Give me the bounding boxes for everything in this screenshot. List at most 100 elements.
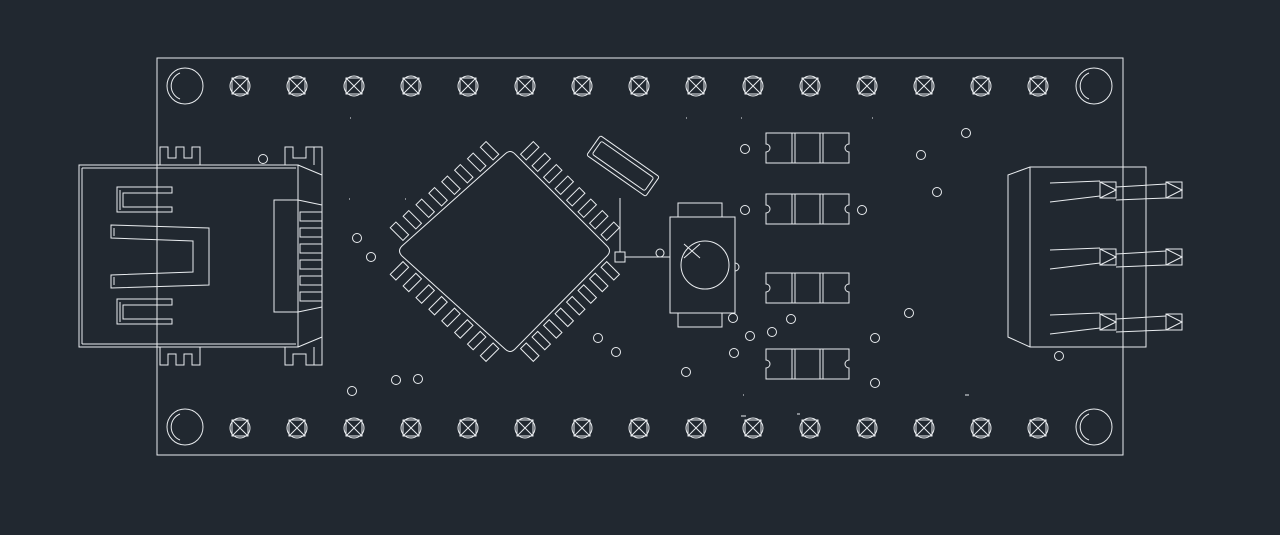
mcu-pin: [402, 209, 423, 230]
right-angle-pin-header: [1007, 166, 1184, 348]
via: [740, 205, 750, 215]
via: [347, 386, 357, 396]
pin-header-pads-bottom: [229, 417, 1049, 439]
via: [728, 313, 738, 323]
mcu-pin: [389, 221, 410, 242]
mounting-hole: [1075, 408, 1113, 446]
mcu-pin: [588, 272, 609, 293]
mcu-pin: [519, 342, 540, 363]
mcu-pin: [389, 260, 410, 281]
mcu-pin: [453, 163, 474, 184]
mcu-pin: [600, 260, 621, 281]
mcu-pin: [453, 319, 474, 339]
header-pad: [457, 75, 479, 97]
via: [740, 144, 750, 154]
mcu-pin: [479, 140, 500, 161]
mounting-hole: [166, 408, 204, 446]
mcu-pin: [588, 209, 609, 230]
via: [961, 128, 971, 138]
via: [870, 378, 880, 388]
crystal-oscillator: [586, 135, 670, 263]
mcu-pin: [542, 319, 563, 339]
header-pad: [343, 417, 365, 439]
mcu-pin: [600, 221, 621, 242]
header-pad: [799, 417, 821, 439]
mcu-pin: [415, 198, 436, 219]
header-pad: [571, 75, 593, 97]
via: [681, 367, 691, 377]
header-pad: [514, 417, 536, 439]
header-pad: [1027, 75, 1049, 97]
mini-usb-connector: [78, 146, 323, 366]
via: [870, 333, 880, 343]
via: [391, 375, 401, 385]
via: [611, 347, 621, 357]
usb-pins: [299, 211, 323, 302]
header-pad: [970, 417, 992, 439]
mcu-pin: [428, 295, 448, 316]
mcu-pin: [466, 330, 487, 351]
mcu-pin: [531, 152, 552, 173]
smd-component: [765, 272, 850, 304]
mcu-pin: [554, 307, 575, 328]
header-pad: [685, 417, 707, 439]
smd-component: [765, 348, 850, 380]
via: [1054, 351, 1064, 361]
mcu-pin: [466, 152, 487, 173]
mcu-pin: [531, 330, 552, 351]
header-pad: [913, 417, 935, 439]
mcu-pin: [415, 284, 436, 304]
header-pad: [514, 75, 536, 97]
header-pad: [400, 417, 422, 439]
header-pad: [286, 75, 308, 97]
header-pad: [457, 417, 479, 439]
header-pad: [742, 75, 764, 97]
mcu-pin: [402, 272, 423, 293]
mcu-pin: [428, 186, 448, 207]
via: [413, 374, 423, 384]
via: [857, 205, 867, 215]
via: [916, 150, 926, 160]
mcu-pin: [542, 163, 563, 184]
header-pad: [856, 75, 878, 97]
via: [904, 308, 914, 318]
header-pad: [343, 75, 365, 97]
via: [786, 314, 796, 324]
pin-header-pads-top: [229, 75, 1049, 97]
mounting-hole: [1075, 67, 1113, 105]
via: [258, 154, 268, 164]
header-pad: [685, 75, 707, 97]
header-pad: [913, 75, 935, 97]
header-pad: [799, 75, 821, 97]
header-pad: [628, 417, 650, 439]
mcu-pin: [519, 140, 540, 161]
via: [366, 252, 376, 262]
mounting-holes: [166, 67, 1113, 446]
header-pin: [1049, 312, 1184, 335]
via: [593, 333, 603, 343]
board-outline: [156, 57, 1124, 456]
mcu-pins: [389, 140, 621, 363]
mcu-pin: [565, 186, 586, 207]
smd-led-row: [765, 132, 850, 380]
mcu-pin: [554, 175, 575, 196]
header-pad: [628, 75, 650, 97]
header-pin: [1049, 180, 1184, 203]
header-pad: [229, 417, 251, 439]
header-pad: [970, 75, 992, 97]
vias: [258, 128, 1064, 396]
header-pad: [571, 417, 593, 439]
header-pad: [1027, 417, 1049, 439]
header-pad: [286, 417, 308, 439]
reset-pushbutton: [669, 202, 740, 328]
via: [352, 233, 362, 243]
mcu-pin: [441, 175, 461, 196]
mcu-pin: [441, 307, 461, 328]
via: [745, 331, 755, 341]
via: [932, 187, 942, 197]
silk-marks: [349, 117, 969, 417]
via: [767, 327, 777, 337]
mounting-hole: [166, 67, 204, 105]
